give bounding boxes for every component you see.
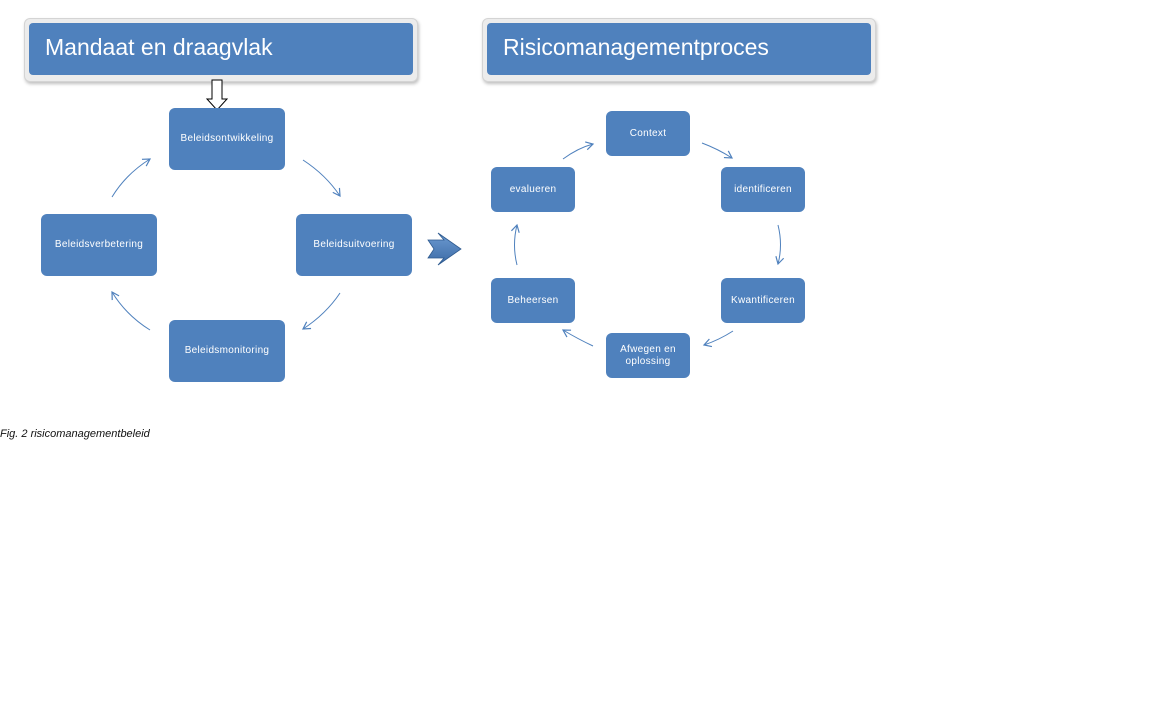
node-beleidsuitvoering: Beleidsuitvoering bbox=[296, 214, 412, 276]
node-identificeren: identificeren bbox=[721, 167, 805, 212]
arrow-uitvoering-monitoring bbox=[301, 292, 341, 330]
node-beleidsontwikkeling: Beleidsontwikkeling bbox=[169, 108, 285, 170]
down-arrow-icon bbox=[205, 79, 229, 111]
arrow-verbetering-ontwikkeling bbox=[111, 158, 152, 198]
node-beleidsmonitoring: Beleidsmonitoring bbox=[169, 320, 285, 382]
arrow-identificeren-kwantificeren bbox=[775, 224, 785, 266]
node-context: Context bbox=[606, 111, 690, 156]
arrow-context-identificeren bbox=[701, 142, 734, 159]
arrow-beheersen-evalueren bbox=[510, 223, 520, 266]
arrow-ontwikkeling-uitvoering bbox=[302, 159, 341, 198]
banner-risicomanagement-title: Risicomanagementproces bbox=[487, 23, 871, 75]
banner-risicomanagement: Risicomanagementproces bbox=[482, 18, 876, 82]
node-beheersen: Beheersen bbox=[491, 278, 575, 323]
node-evalueren: evalueren bbox=[491, 167, 575, 212]
banner-mandaat: Mandaat en draagvlak bbox=[24, 18, 418, 82]
arrow-evalueren-context bbox=[562, 141, 595, 160]
arrow-monitoring-verbetering bbox=[111, 290, 151, 331]
big-right-arrow-icon bbox=[427, 232, 462, 266]
node-kwantificeren: Kwantificeren bbox=[721, 278, 805, 323]
node-afwegen-en-oplossing: Afwegen en oplossing bbox=[606, 333, 690, 378]
banner-mandaat-title: Mandaat en draagvlak bbox=[29, 23, 413, 75]
arrow-afwegen-beheersen bbox=[561, 329, 594, 347]
arrow-kwantificeren-afwegen bbox=[702, 330, 734, 348]
node-beleidsverbetering: Beleidsverbetering bbox=[41, 214, 157, 276]
figure-caption: Fig. 2 risicomanagementbeleid bbox=[0, 428, 150, 440]
